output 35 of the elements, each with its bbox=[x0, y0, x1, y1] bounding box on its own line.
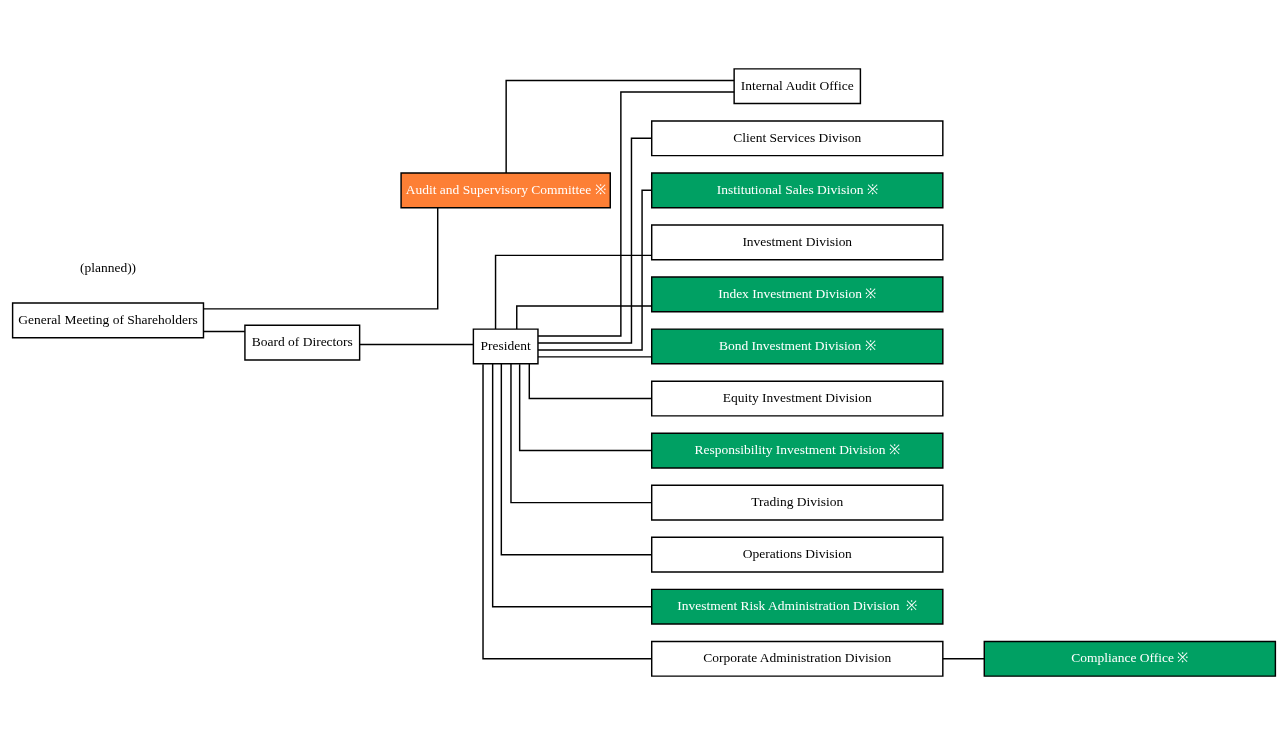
node-box: Operations Division bbox=[651, 536, 944, 573]
connector bbox=[537, 90, 735, 337]
connector bbox=[537, 189, 653, 351]
connector bbox=[494, 254, 652, 330]
node-box: General Meeting of Shareholders bbox=[11, 301, 205, 339]
connector bbox=[528, 362, 653, 399]
node-box: Trading Division bbox=[651, 484, 944, 521]
node-box: Equity Investment Division bbox=[651, 379, 944, 417]
node-box: Client Services Divison bbox=[651, 119, 944, 156]
node-box: President bbox=[472, 327, 539, 365]
connector bbox=[516, 304, 653, 330]
connector bbox=[359, 343, 475, 345]
connector bbox=[942, 657, 985, 659]
connector bbox=[203, 330, 246, 332]
node-box: Institutional Sales Division ※ bbox=[651, 171, 944, 208]
connector bbox=[518, 362, 653, 451]
node-box: Compliance Office ※ bbox=[983, 640, 1277, 677]
connector bbox=[537, 355, 653, 358]
connector bbox=[510, 362, 653, 503]
connector bbox=[505, 79, 735, 174]
label: (planned)) bbox=[79, 259, 137, 275]
connector bbox=[482, 362, 653, 659]
node-box: Bond Investment Division ※ bbox=[651, 327, 944, 365]
node-box: Investment Division bbox=[651, 223, 944, 260]
node-box: Audit and Supervisory Committee ※ bbox=[400, 171, 611, 208]
node-box: Internal Audit Office bbox=[733, 67, 862, 104]
connector bbox=[203, 206, 439, 310]
connector bbox=[500, 362, 653, 555]
node-box: Index Investment Division ※ bbox=[651, 275, 944, 312]
node-box: Responsibility Investment Division ※ bbox=[651, 432, 944, 469]
node-box: Investment Risk Administration Division ※ bbox=[651, 588, 944, 625]
connector bbox=[491, 362, 653, 607]
connector bbox=[537, 137, 653, 344]
node-box: Corporate Administration Division bbox=[651, 640, 944, 677]
node-box: Board of Directors bbox=[244, 324, 361, 361]
